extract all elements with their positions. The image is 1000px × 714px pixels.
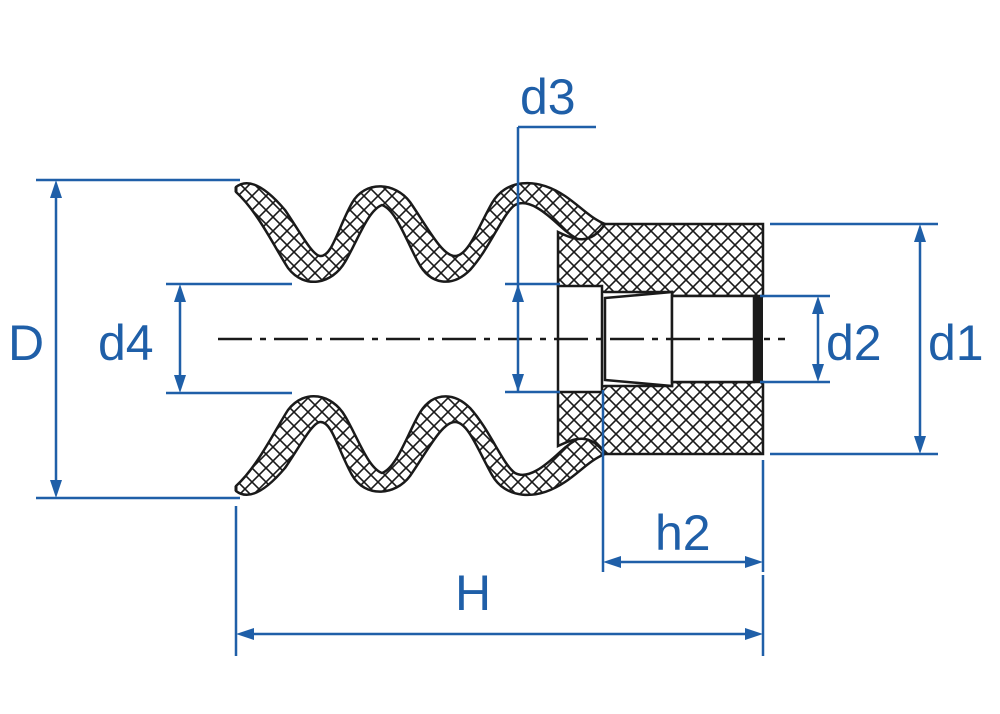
label-d3: d3 <box>520 69 576 125</box>
dimension-d4 <box>166 282 292 395</box>
label-d1: d1 <box>928 315 984 371</box>
dimension-D <box>36 178 240 500</box>
label-d2: d2 <box>826 315 882 371</box>
dimension-H <box>234 506 765 656</box>
label-D: D <box>8 315 44 371</box>
dimension-labels: D d4 d3 d2 d1 h2 H <box>8 69 984 621</box>
bore-exit <box>754 296 763 382</box>
dimension-d2 <box>760 294 830 384</box>
label-d4: d4 <box>98 315 154 371</box>
dimension-h2 <box>601 390 765 572</box>
dimension-d1 <box>770 222 938 456</box>
bellows-lower-wall <box>234 395 607 497</box>
bellows-upper-wall <box>234 181 607 283</box>
dimension-d3 <box>505 125 596 394</box>
dimensions <box>36 125 938 656</box>
suction-cup-body <box>218 181 785 497</box>
label-h2: h2 <box>655 505 711 561</box>
label-H: H <box>455 565 491 621</box>
